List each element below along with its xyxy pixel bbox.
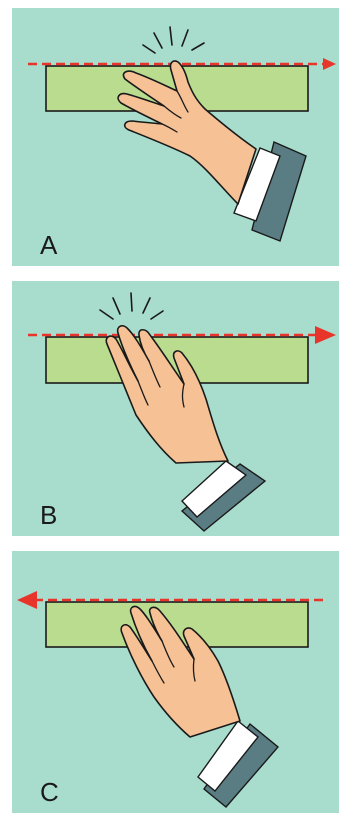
panel-label-b: B bbox=[40, 500, 57, 530]
panel-b-illustration: B bbox=[12, 281, 339, 536]
panel-label-a: A bbox=[40, 230, 58, 260]
panel-label-c: C bbox=[40, 777, 59, 807]
tap-lines-icon bbox=[143, 27, 204, 53]
panel-c: C bbox=[12, 551, 339, 813]
panel-b: B bbox=[12, 281, 339, 536]
tap-lines-icon bbox=[100, 293, 163, 319]
panel-c-illustration: C bbox=[12, 551, 339, 813]
panel-a: A bbox=[12, 8, 339, 266]
panel-a-illustration: A bbox=[12, 8, 339, 266]
